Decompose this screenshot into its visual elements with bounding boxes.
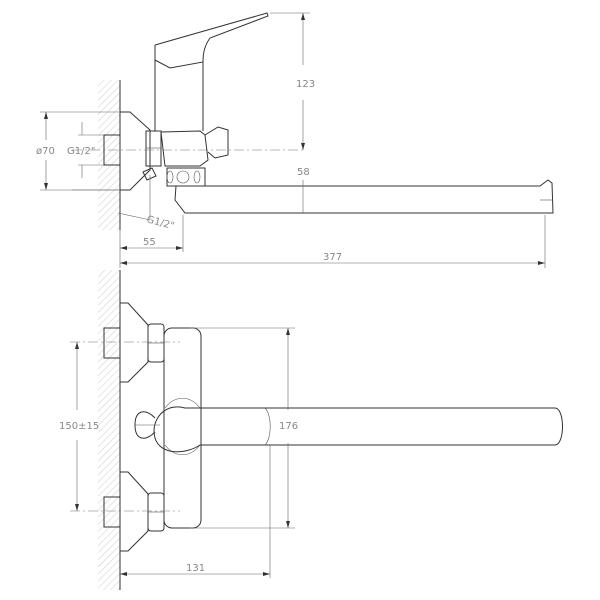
side-view: 123 58 ø70 G1/2" G1/2" 55 377 [36, 12, 554, 268]
front-view: 150±15 176 131 [59, 270, 563, 590]
spout-height-dimension: 58 [297, 167, 310, 178]
lever [154, 12, 269, 69]
projection-dimension: 131 [186, 563, 205, 574]
wall-hatch-bottom [98, 270, 120, 590]
mixer-body [154, 45, 204, 131]
flange-diameter-dimension: ø70 [36, 146, 55, 157]
nut [145, 130, 162, 167]
center-distance-dimension: 150±15 [59, 421, 99, 432]
lever-handle [153, 406, 563, 453]
flange-top [120, 302, 149, 383]
wall-hatch-top [98, 80, 120, 230]
flange-bottom [120, 471, 149, 552]
inlet-thread-dimension: G1/2" [67, 146, 95, 157]
body-height-dimension: 176 [279, 421, 298, 432]
spout [174, 179, 554, 214]
outlet-thread-dimension: G1/2" [145, 214, 175, 232]
mixer-body-front [163, 327, 202, 529]
wall-offset-dimension: 55 [143, 237, 156, 248]
total-length-dimension: 377 [323, 252, 342, 263]
height-dimension: 123 [296, 79, 315, 90]
